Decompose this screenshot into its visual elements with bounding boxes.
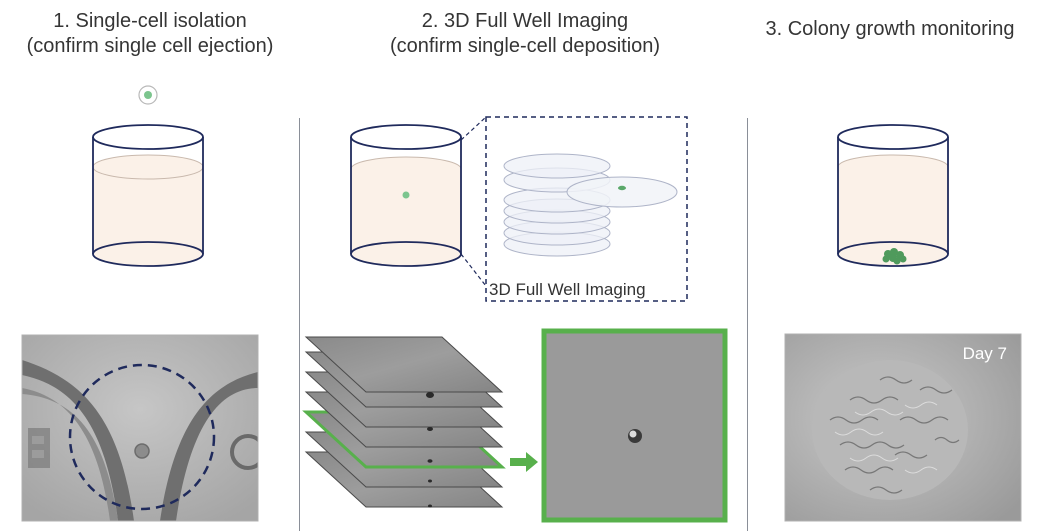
z-slice-stack: [302, 336, 506, 508]
zoomed-slice-photo: [541, 328, 728, 523]
panel-1-title: 1. Single-cell isolation (confirm single…: [0, 9, 300, 59]
panel-1-title-line1: 1. Single-cell isolation: [53, 10, 247, 32]
panel-2-title-line1: 2. 3D Full Well Imaging: [421, 10, 629, 32]
divider-left: [299, 118, 300, 531]
well-1: [92, 124, 204, 267]
panel-3-title-line1: 3. Colony growth monitoring: [765, 18, 1015, 40]
panel-2-title: 2. 3D Full Well Imaging (confirm single-…: [330, 9, 720, 59]
arrow-right-icon: [510, 452, 538, 472]
ejected-cell: [138, 85, 158, 105]
inset-box: [485, 116, 688, 302]
well-2: [350, 124, 462, 267]
panel-3-title: 3. Colony growth monitoring: [740, 17, 1040, 42]
divider-right: [747, 118, 748, 531]
colony-cluster: [882, 248, 907, 265]
day-label: Day 7: [962, 344, 1007, 363]
panel-1-title-line2: (confirm single cell ejection): [26, 35, 274, 57]
imaging-disk-stack: [503, 153, 678, 257]
focus-plane: [566, 176, 678, 208]
panel-2-title-line2: (confirm single-cell deposition): [389, 35, 661, 57]
colony-photo: [785, 334, 1021, 521]
colony-photo-label-area: Day 7: [785, 334, 1021, 521]
nozzle-photo: [22, 335, 258, 521]
inset-label: 3D Full Well Imaging: [489, 280, 646, 299]
well-3: [837, 124, 949, 267]
